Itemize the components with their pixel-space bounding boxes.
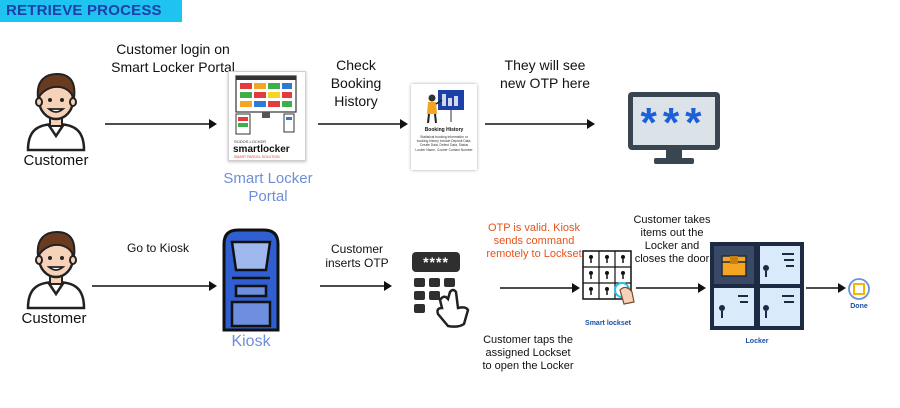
booking-card-title: Booking History xyxy=(424,127,464,133)
customer-label-row2: Customer xyxy=(21,310,87,327)
arrow-to-done xyxy=(806,283,846,293)
otp-valid-text: OTP is valid. Kiosk sends command remote… xyxy=(486,222,582,260)
step-insert-otp-text: Customer inserts OTP xyxy=(325,242,389,270)
otp-asterisk-icons: *** xyxy=(640,99,708,146)
kiosk-icon xyxy=(222,228,280,332)
arrow-new-otp xyxy=(485,119,595,129)
step-go-kiosk-text: Go to Kiosk xyxy=(126,241,190,255)
step-new-otp-text: They will see new OTP here xyxy=(499,57,590,91)
customer-avatar-icon-row2 xyxy=(26,230,86,310)
step-check-booking-text: Check Booking History xyxy=(330,57,382,109)
keypad-otp-mask: **** xyxy=(423,254,449,270)
customer-avatar-icon xyxy=(26,72,86,152)
smart-lockset-icon xyxy=(582,250,635,305)
locker-caption: Locker xyxy=(745,338,769,345)
booking-card-body: Statistical booking information or booki… xyxy=(415,135,473,152)
portal-brand-small: SODOS LOCKER xyxy=(234,139,267,144)
arrow-login xyxy=(105,119,217,129)
arrow-go-kiosk xyxy=(92,281,217,291)
customer-label-row1: Customer xyxy=(23,152,89,169)
done-icon xyxy=(848,278,870,300)
portal-caption: Smart Locker Portal xyxy=(223,170,313,205)
portal-screen-icon xyxy=(235,75,297,135)
kiosk-caption: Kiosk xyxy=(231,333,271,350)
portal-brand: smartlocker xyxy=(233,144,290,155)
arrow-check-booking xyxy=(318,119,408,129)
portal-brand-sub: SMART PARCEL SOLUTION xyxy=(234,155,280,159)
arrow-insert-otp xyxy=(320,281,392,291)
locker-icon xyxy=(710,242,804,330)
arrow-otp-valid xyxy=(500,283,580,293)
keypad-icon xyxy=(412,252,470,328)
booking-illustration-icon xyxy=(427,90,464,124)
tap-lockset-text: Customer taps the assigned Lockset to op… xyxy=(482,334,574,372)
smart-lockset-caption: Smart lockset xyxy=(585,320,631,327)
page-title: RETRIEVE PROCESS xyxy=(0,0,182,22)
step-login-text: Customer login on Smart Locker Portal xyxy=(111,41,235,75)
arrow-to-locker xyxy=(636,283,706,293)
monitor-icon xyxy=(628,92,720,164)
takes-items-text: Customer takes items out the Locker and … xyxy=(633,214,711,265)
done-caption: Done xyxy=(850,303,868,310)
